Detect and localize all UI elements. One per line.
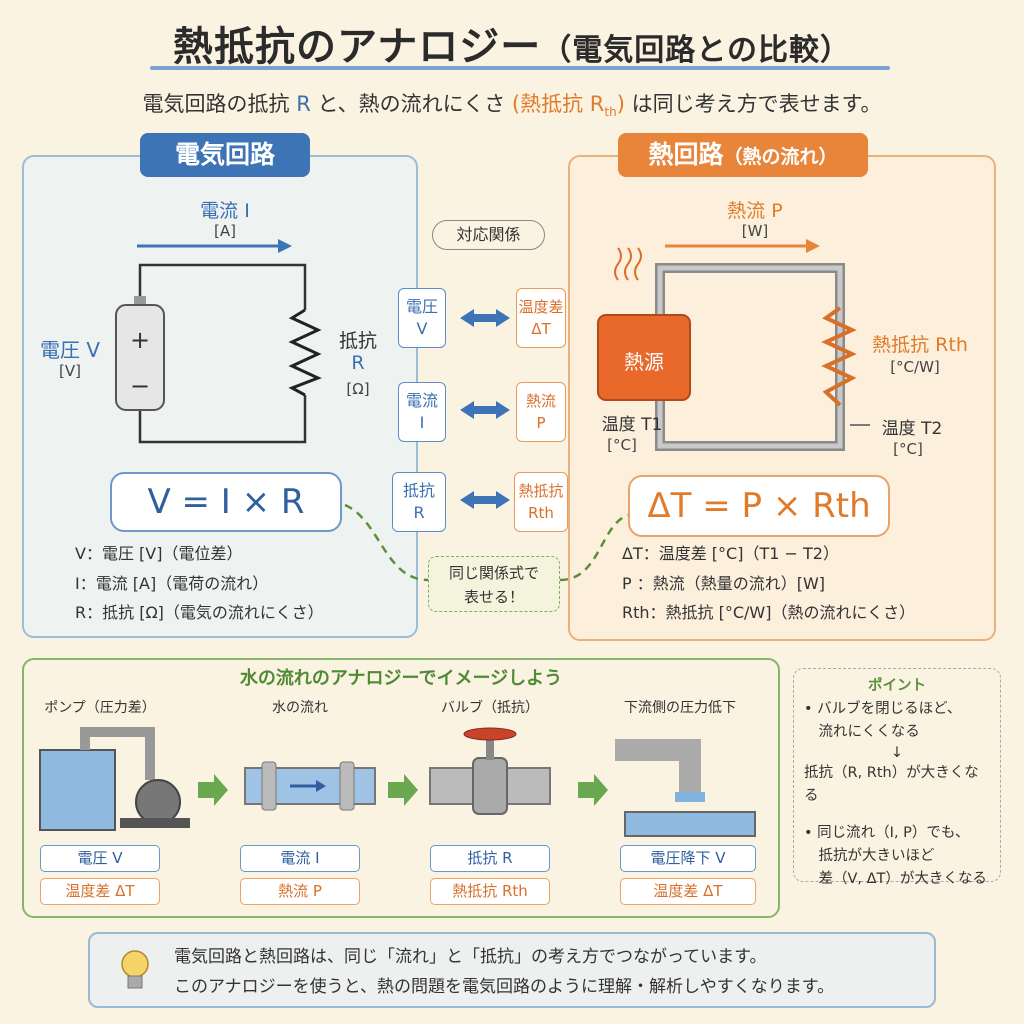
point-arrow: ↓ — [890, 745, 904, 761]
thermal-resistance-label: 熱抵抗 Rth — [872, 334, 968, 356]
point-line: • バルブを閉じるほど、 — [804, 701, 962, 717]
legend-current: I：電流 [A]（電荷の流れ） — [75, 573, 269, 593]
lightbulb-icon — [121, 950, 149, 989]
battery-plus: + — [129, 326, 151, 354]
point-line: • 同じ流れ（I, P）でも、 — [804, 825, 970, 841]
voltage-unit: [V] — [59, 362, 81, 380]
electric-circuit-diagram — [115, 239, 322, 444]
heat-source-label: 熱源 — [624, 350, 664, 374]
dashed-connector — [344, 309, 629, 582]
thermal-resistance-unit: [°C/W] — [890, 358, 940, 376]
summary-note: 電気回路と熱回路は、同じ「流れ」と「抵抗」の考え方でつながっています。 このアナ… — [88, 932, 936, 1008]
thermal-circuit-tab: 熱回路（熱の流れ） — [618, 133, 868, 177]
t2-label: 温度 T2 — [881, 419, 943, 439]
valve-illustration — [429, 727, 551, 815]
current-unit: [A] — [214, 222, 236, 240]
resistor-symbol: R — [351, 352, 365, 374]
valve-thermal-box: 熱抵抗 Rth — [430, 878, 550, 905]
outlet-illustration — [615, 739, 756, 837]
pump-label: ポンプ（圧力差） — [44, 700, 156, 716]
voltage-label: 電圧 V — [39, 338, 101, 362]
point-box: ポイント • バルブを閉じるほど、 流れにくくなる ↓ 抵抗（R, Rth）が大… — [793, 668, 1001, 887]
point-title: ポイント — [868, 678, 926, 694]
resistor-icon — [288, 308, 322, 397]
legend-heatflow: P ：熱流（熱量の流れ）[W] — [622, 573, 826, 593]
flow-thermal-box: 熱流 P — [240, 878, 360, 905]
battery-minus: − — [129, 372, 151, 400]
note-line-2: このアナロジーを使うと、熱の問題を電気回路のように理解・解析しやすくなります。 — [174, 977, 835, 997]
thermal-equation: ΔT = P × Rth — [628, 475, 890, 537]
double-arrow-icons — [460, 309, 510, 509]
resistor-unit: [Ω] — [346, 380, 370, 398]
thermal-resistor-icon — [821, 306, 857, 407]
legend-thermal-resistance: Rth：熱抵抗 [°C/W]（熱の流れにくさ） — [622, 603, 916, 622]
current-label: 電流 I — [200, 200, 250, 222]
battery-icon — [115, 296, 165, 411]
pump-illustration — [39, 727, 190, 831]
title-underline — [150, 66, 890, 70]
thermal-circuit-diagram — [597, 239, 870, 451]
pipe-illustration — [244, 761, 376, 811]
resistor-label: 抵抗 — [338, 330, 377, 352]
t1-label: 温度 T1 — [601, 415, 663, 435]
legend-resistance: R：抵抗 [Ω]（電気の流れにくさ） — [75, 603, 324, 622]
electric-circuit-panel — [22, 155, 418, 638]
valve-label: バルブ（抵抗） — [441, 700, 539, 716]
point-line: 流れにくくなる — [804, 724, 920, 740]
ohms-law-equation: V = I × R — [110, 472, 342, 532]
current-arrow-icon — [278, 239, 292, 253]
drop-thermal-box: 温度差 ΔT — [620, 878, 756, 905]
point-line: 差（V, ΔT）が大きくなる — [804, 871, 987, 887]
legend-voltage: V：電圧 [V]（電位差） — [75, 544, 243, 563]
water-analogy-panel — [22, 658, 780, 918]
step-arrow-icons — [198, 774, 608, 806]
point-line: 抵抗（R, Rth）が大きくなる — [804, 765, 979, 804]
heatflow-arrow-icon — [806, 239, 820, 253]
waterflow-label: 水の流れ — [272, 700, 328, 716]
pump-thermal-box: 温度差 ΔT — [40, 878, 160, 905]
t2-unit: [°C] — [893, 440, 923, 458]
electric-circuit-tab: 電気回路 — [140, 133, 310, 177]
pump-electric-box: 電圧 V — [40, 845, 160, 872]
drop-electric-box: 電圧降下 V — [620, 845, 756, 872]
heat-source-block — [597, 314, 691, 401]
flow-electric-box: 電流 I — [240, 845, 360, 872]
valve-electric-box: 抵抗 R — [430, 845, 550, 872]
correspondence-label: 対応関係 — [432, 220, 545, 250]
page-title: 熱抵抗のアナロジー（電気回路との比較） — [173, 24, 851, 70]
point-line: 抵抗が大きいほど — [804, 848, 935, 864]
same-relation-note: 同じ関係式で表せる！ — [428, 556, 560, 612]
t1-unit: [°C] — [607, 436, 637, 454]
heat-waves-icon — [614, 247, 642, 281]
water-analogy-illustrations — [39, 727, 756, 837]
thermal-legend: ΔT：温度差 [°C]（T1 − T2） P ：熱流（熱量の流れ）[W] Rth… — [622, 539, 915, 628]
note-line-1: 電気回路と熱回路は、同じ「流れ」と「抵抗」の考え方でつながっています。 — [174, 947, 767, 967]
subtitle: 電気回路の抵抗 R と、熱の流れにくさ (熱抵抗 Rth) は同じ考え方で表せま… — [142, 92, 882, 120]
heatflow-unit: [W] — [741, 222, 769, 240]
electric-legend: V：電圧 [V]（電位差） I：電流 [A]（電荷の流れ） R：抵抗 [Ω]（電… — [75, 539, 324, 628]
water-analogy-title: 水の流れのアナロジーでイメージしよう — [239, 668, 563, 689]
legend-temperature-difference: ΔT：温度差 [°C]（T1 − T2） — [622, 544, 839, 563]
pressure-drop-label: 下流側の圧力低下 — [624, 700, 736, 716]
heatflow-label: 熱流 P — [727, 200, 783, 222]
